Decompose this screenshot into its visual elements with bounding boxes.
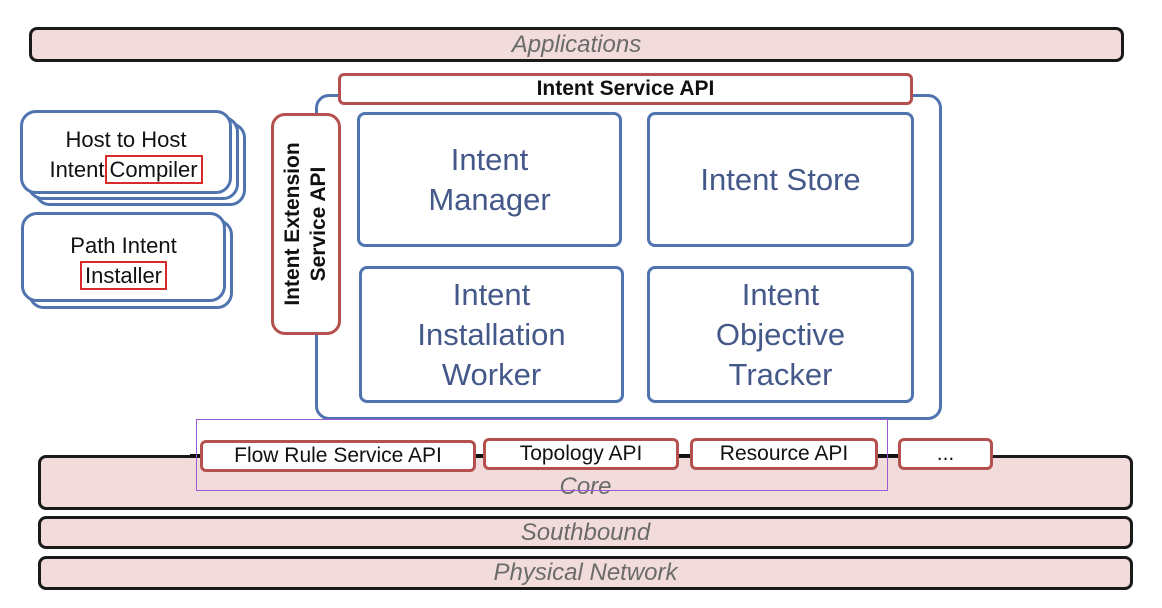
compiler-line1: Host to Host bbox=[65, 127, 187, 152]
physical-network-layer: Physical Network bbox=[38, 556, 1133, 590]
topology-api: Topology API bbox=[483, 438, 679, 470]
physical-network-label: Physical Network bbox=[493, 559, 678, 586]
flow-rule-service-api: Flow Rule Service API bbox=[200, 440, 476, 472]
intent-store-module: Intent Store bbox=[647, 112, 914, 247]
intent-installation-worker-module: Intent Installation Worker bbox=[359, 266, 624, 403]
intent-extension-service-api: Intent Extension Service API bbox=[271, 113, 341, 335]
highlight-rectangle bbox=[196, 419, 888, 491]
intent-manager-module: Intent Manager bbox=[357, 112, 622, 247]
more-apis-box: ... bbox=[898, 438, 993, 470]
intent-objective-tracker-module: Intent Objective Tracker bbox=[647, 266, 914, 403]
intent-extension-label-line2: Service API bbox=[307, 166, 330, 282]
applications-label: Applications bbox=[511, 30, 642, 58]
applications-layer: Applications bbox=[29, 27, 1124, 62]
compiler-highlight-box: Compiler bbox=[104, 155, 203, 184]
path-intent-installer-card: Path Intent Installer bbox=[21, 212, 226, 302]
southbound-layer: Southbound bbox=[38, 516, 1133, 549]
compiler-line2-prefix: Intent bbox=[49, 157, 105, 182]
intent-extension-label-line1: Intent Extension bbox=[281, 142, 304, 306]
installer-highlight-box: Installer bbox=[79, 261, 168, 290]
core-label: Core bbox=[559, 473, 612, 500]
southbound-label: Southbound bbox=[520, 518, 651, 546]
installer-line1: Path Intent bbox=[70, 233, 177, 258]
intent-service-api: Intent Service API bbox=[338, 73, 913, 105]
resource-api: Resource API bbox=[690, 438, 878, 470]
